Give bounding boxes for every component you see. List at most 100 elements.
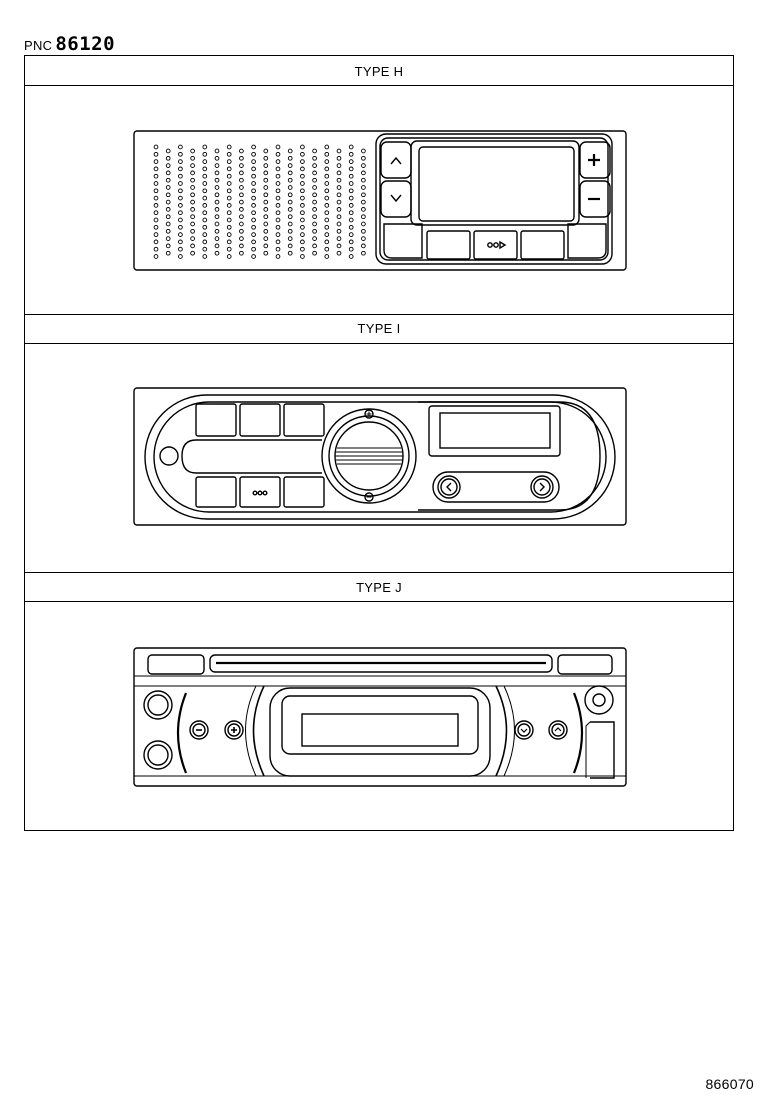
type-j-knob-left-top[interactable] xyxy=(143,690,173,720)
grille-hole xyxy=(336,243,342,249)
type-j-power-knob[interactable] xyxy=(584,685,614,715)
type-h-preset-button-4[interactable] xyxy=(520,230,565,260)
grille-hole xyxy=(348,224,354,230)
grille-hole xyxy=(165,228,171,234)
grille-hole xyxy=(165,250,171,256)
type-i-knob[interactable] xyxy=(159,446,179,466)
type-i-preset-button-5[interactable] xyxy=(239,476,281,508)
grille-hole xyxy=(275,246,281,252)
grille-hole xyxy=(153,210,159,216)
type-i-preset-button-3[interactable] xyxy=(283,403,325,437)
type-i-preset-button-2[interactable] xyxy=(239,403,281,437)
type-j-up-button[interactable] xyxy=(548,720,568,740)
grille-hole xyxy=(202,159,208,164)
grille-hole xyxy=(287,170,293,176)
grille-hole xyxy=(287,163,293,168)
grille-hole xyxy=(287,185,293,190)
grille-hole xyxy=(251,151,256,157)
type-j-knob-left-bottom[interactable] xyxy=(143,740,173,770)
grille-hole xyxy=(312,243,317,249)
grille-hole xyxy=(190,228,195,234)
type-j-down-button[interactable] xyxy=(514,720,534,740)
plus-small-icon-cross xyxy=(366,411,372,417)
grille-hole xyxy=(153,224,159,230)
type-h-minus-button[interactable] xyxy=(579,180,611,218)
type-j-housing xyxy=(133,647,627,787)
grille-hole xyxy=(336,163,342,168)
divider xyxy=(24,572,734,573)
grille-hole xyxy=(287,250,293,256)
dot-icon xyxy=(493,242,499,248)
type-h-preset-button-1[interactable] xyxy=(383,223,423,259)
grille-hole xyxy=(348,232,354,237)
grille-hole xyxy=(178,151,183,157)
chevron-up-circle-icon xyxy=(551,723,565,737)
grille-hole xyxy=(361,170,366,176)
grille-hole xyxy=(300,224,305,230)
grille-hole xyxy=(251,159,256,164)
grille-hole xyxy=(287,236,293,241)
type-i-preset-button-1[interactable] xyxy=(195,403,237,437)
type-j-load-button[interactable] xyxy=(557,654,613,675)
type-j-center-arc xyxy=(252,685,508,777)
grille-hole xyxy=(202,195,208,201)
type-i-display-bezel xyxy=(428,405,561,457)
grille-hole xyxy=(263,243,269,249)
grille-hole xyxy=(190,221,195,227)
grille-hole xyxy=(178,144,183,150)
type-h-display-bezel xyxy=(410,140,580,226)
type-j-plus-button[interactable] xyxy=(224,720,244,740)
grille-hole xyxy=(178,181,183,186)
plus-circle-icon-cross xyxy=(231,727,237,733)
grille-hole xyxy=(324,224,330,230)
grille-hole xyxy=(336,192,342,198)
type-i-housing xyxy=(133,387,627,526)
type-h-down-button[interactable] xyxy=(380,180,412,218)
grille-hole xyxy=(263,170,269,176)
grille-hole xyxy=(300,188,305,194)
dot-icon xyxy=(257,490,263,496)
chevron-down-circle-icon-mark xyxy=(520,728,528,733)
grille-hole xyxy=(300,239,305,245)
type-j-knob-left-top-inner xyxy=(147,694,169,716)
type-j-eject-button[interactable] xyxy=(147,654,205,675)
grille-hole xyxy=(165,199,171,205)
grille-hole xyxy=(251,144,256,150)
grille-hole xyxy=(263,185,269,190)
grille-hole xyxy=(300,210,305,216)
grille-hole xyxy=(251,246,256,252)
type-h-up-button[interactable] xyxy=(380,141,412,179)
type-h-preset-button-5[interactable] xyxy=(567,223,607,259)
play-icon xyxy=(499,240,507,250)
grille-hole xyxy=(214,236,220,241)
grille-hole xyxy=(239,207,244,212)
type-h-preset-button-3[interactable] xyxy=(473,230,518,260)
type-j-minus-button[interactable] xyxy=(189,720,209,740)
grille-hole xyxy=(190,155,195,161)
grille-hole xyxy=(324,151,330,157)
grille-hole xyxy=(361,243,366,249)
type-i-faceplate-inner xyxy=(153,401,607,513)
type-i-preset-button-6[interactable] xyxy=(283,476,325,508)
grille-hole xyxy=(324,195,330,201)
grille-hole xyxy=(312,177,317,183)
grille-hole xyxy=(226,181,232,186)
type-j-center-arc-outer xyxy=(245,685,515,777)
type-i-next-button[interactable] xyxy=(530,475,554,499)
grille-hole xyxy=(153,195,159,201)
type-h-plus-button[interactable] xyxy=(579,141,611,179)
grille-hole xyxy=(239,148,244,154)
type-i-prev-button[interactable] xyxy=(437,475,461,499)
grille-hole xyxy=(336,250,342,256)
type-j-power-knob-inner xyxy=(592,693,606,707)
grille-hole xyxy=(324,254,330,259)
grille-hole xyxy=(312,199,317,205)
grille-hole xyxy=(214,199,220,205)
type-h-preset-button-2[interactable] xyxy=(426,230,471,260)
grille-hole xyxy=(153,239,159,245)
type-i-preset-button-4[interactable] xyxy=(195,476,237,508)
parts-frame xyxy=(24,55,734,831)
grille-hole xyxy=(275,188,281,194)
grille-hole xyxy=(214,192,220,198)
grille-hole xyxy=(239,185,244,190)
